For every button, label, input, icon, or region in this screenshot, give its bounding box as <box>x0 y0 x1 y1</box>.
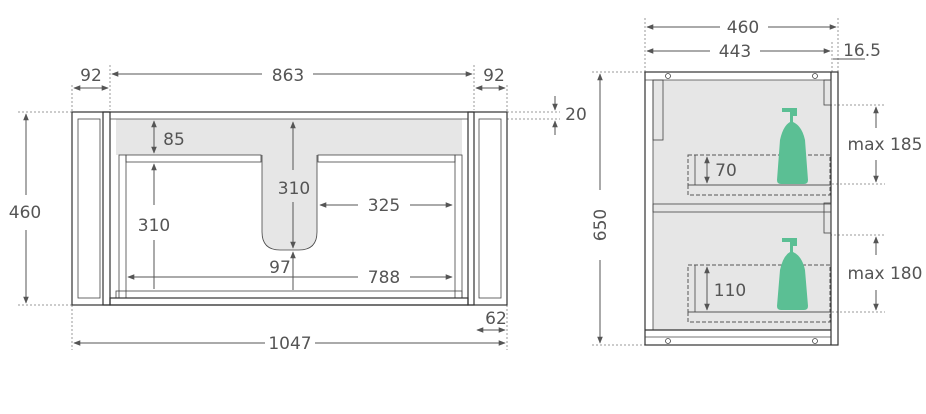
dim-door-thickness: 16.5 <box>843 41 881 61</box>
bottle-icon <box>777 238 808 310</box>
dim-inner-width: 863 <box>272 66 304 86</box>
lower-drawer <box>687 264 831 313</box>
side-view: 460 443 16.5 650 70 max 185 110 max 180 <box>591 18 923 346</box>
dim-right-panel-width: 92 <box>483 66 505 86</box>
dim-drawer-width: 788 <box>368 268 400 288</box>
cabinet-side <box>644 71 839 346</box>
dim-top-offset: 20 <box>565 105 587 125</box>
dim-side-height: 650 <box>591 209 611 241</box>
bottle-icon <box>777 108 808 184</box>
dim-height: 460 <box>9 203 41 223</box>
dim-upper-drawer-height: 70 <box>715 161 737 181</box>
dim-cutout-bottom-gap: 97 <box>269 258 291 278</box>
front-view: 92 863 92 460 20 85 310 310 325 97 788 6… <box>9 65 587 354</box>
upper-drawer <box>687 154 831 186</box>
dim-top-rail-height: 85 <box>163 130 185 150</box>
dim-total-depth: 460 <box>727 18 759 38</box>
dim-total-width: 1047 <box>268 334 311 354</box>
dim-inner-depth: 443 <box>719 42 751 62</box>
dim-panel-depth: 62 <box>485 309 507 329</box>
dim-drawer-depth: 310 <box>138 216 170 236</box>
dim-lower-drawer-height: 110 <box>714 281 746 301</box>
dim-left-panel-width: 92 <box>80 66 102 86</box>
dim-cutout-side-width: 325 <box>368 196 400 216</box>
cabinet-front <box>71 111 508 306</box>
dim-cutout-depth: 310 <box>278 179 310 199</box>
top-rail-with-cutout <box>116 119 462 250</box>
dim-lower-max-bottle: max 180 <box>848 264 923 284</box>
dim-upper-max-bottle: max 185 <box>848 135 923 155</box>
